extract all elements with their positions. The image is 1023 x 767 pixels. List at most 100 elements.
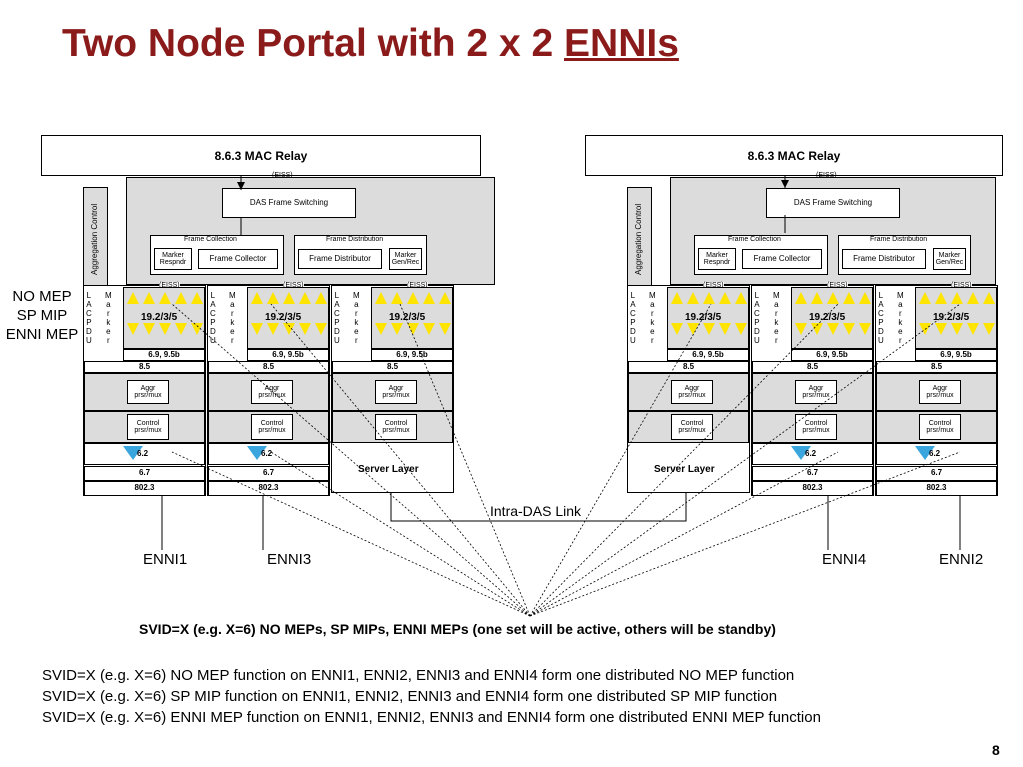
node1-col1-down-triangle-icon [143,323,155,335]
node2-col3-clause-8023: 802.3 [876,481,997,496]
node2-col2-up-triangle-icon [795,292,807,304]
enni1-label: ENNI1 [143,551,188,568]
node2-col2-down-triangle-icon [859,323,871,335]
node1-col2-eiss: (EISS) [283,282,304,290]
node2-col2-port-label: 19.2/3/5 [809,312,846,323]
node1-col3-aggr-mux: Aggr prsr/mux [375,380,417,404]
node2-col3-down-triangle-icon [983,323,995,335]
node2-col1-down-triangle-icon [671,323,683,335]
node2-col1-clause-69: 6.9, 9.5b [667,349,749,361]
node1-col2-marker: M a r k e r [229,291,236,345]
note-no-mep: SVID=X (e.g. X=6) NO MEP function on ENN… [42,667,795,684]
node2-col3-down-triangle-icon [967,323,979,335]
node2-marker-respndr: Marker Respndr [698,248,736,270]
node1-col1-clause-85: 8.5 [84,361,205,373]
node2-frame-collection-label: Frame Collection [728,236,781,243]
node1-marker-respndr: Marker Respndr [154,248,192,270]
node1-mac-relay: 8.6.3 MAC Relay [41,135,481,176]
node1-col2-mep-band [208,443,329,465]
node1-col2-port-label: 19.2/3/5 [265,312,302,323]
node2-col3-clause-67: 6.7 [876,466,997,481]
node2-col2-clause-67: 6.7 [752,466,873,481]
node1-frame-collection-label: Frame Collection [184,236,237,243]
node2-col2-clause-62: 6.2 [805,449,817,458]
node1-col1-down-triangle-icon [191,323,203,335]
node1-col1-marker: M a r k e r [105,291,112,345]
node1-col3-clause-85: 8.5 [332,361,453,373]
enni3-label: ENNI3 [267,551,312,568]
slide-title: Two Node Portal with 2 x 2 ENNIs [62,22,679,66]
node1-col3-up-triangle-icon [407,292,419,304]
node2-col3-control-mux: Control prsr/mux [919,414,961,440]
node2-col2-down-triangle-icon [827,323,839,335]
node2-col3-up-triangle-icon [983,292,995,304]
node2-das-frame-switching: DAS Frame Switching [766,188,900,218]
node2-col2-marker: M a r k e r [773,291,780,345]
node1-col3-down-triangle-icon [439,323,451,335]
node2-eiss-top: (EISS) [816,172,837,179]
node1-col1-clause-69: 6.9, 9.5b [123,349,205,361]
node1-col2-aggr-mux: Aggr prsr/mux [251,380,293,404]
node2-col3-down-triangle-icon [935,323,947,335]
node2-col3-aggr-mux: Aggr prsr/mux [919,380,961,404]
node1-col2-up-triangle-icon [251,292,263,304]
node1-col3-up-triangle-icon [439,292,451,304]
node2-col1-eiss: (EISS) [703,282,724,290]
node1-col2-down-triangle-icon [299,323,311,335]
node1-frame-distributor: Frame Distributor [298,249,382,269]
node1-col2-mep-triangle-icon [247,446,267,460]
node1-col1-up-triangle-icon [191,292,203,304]
intra-das-link-label: Intra-DAS Link [490,503,582,519]
node1-col3-clause-69: 6.9, 9.5b [371,349,453,361]
node2-col2-up-triangle-icon [859,292,871,304]
node2-col2-down-triangle-icon [843,323,855,335]
node1-col1-up-triangle-icon [127,292,139,304]
node2-col1-down-triangle-icon [735,323,747,335]
node1-col2-down-triangle-icon [283,323,295,335]
node2-col3-up-triangle-icon [967,292,979,304]
node1-col1-up-triangle-icon [159,292,171,304]
node2-marker-genrec: Marker Gen/Rec [933,248,966,270]
node1-col3-up-triangle-icon [423,292,435,304]
node2-col3-clause-69: 6.9, 9.5b [915,349,997,361]
node1-col1-eiss: (EISS) [159,282,180,290]
node2-col2-up-triangle-icon [811,292,823,304]
node2-col1-lacpdu: L A C P D U [630,291,636,345]
node2-col1-down-triangle-icon [687,323,699,335]
node2-col1-marker: M a r k e r [649,291,656,345]
node1-col3-eiss: (EISS) [407,282,428,290]
title-ennis-link[interactable]: ENNIs [564,22,679,65]
node1-col1-down-triangle-icon [127,323,139,335]
node1-col3-down-triangle-icon [423,323,435,335]
node1-col3-server-layer: Server Layer [358,464,419,475]
node2-col3-mep-band [876,443,997,465]
node2-col1-control-mux: Control prsr/mux [671,414,713,440]
node2-col2-mep-triangle-icon [791,446,811,460]
node1-col3-down-triangle-icon [407,323,419,335]
node2-col1-aggr-mux: Aggr prsr/mux [671,380,713,404]
node2-col3-clause-62: 6.2 [929,449,941,458]
node1-col2-down-triangle-icon [251,323,263,335]
node2-frame-distribution-label: Frame Distribution [870,236,928,243]
node2-col3-up-triangle-icon [919,292,931,304]
node2-col1-down-triangle-icon [703,323,715,335]
node2-col3-down-triangle-icon [951,323,963,335]
diagram-caption: SVID=X (e.g. X=6) NO MEPs, SP MIPs, ENNI… [139,621,776,637]
node2-col1-up-triangle-icon [719,292,731,304]
node2-col2-clause-69: 6.9, 9.5b [791,349,873,361]
node2-col3-eiss: (EISS) [951,282,972,290]
page-number: 8 [992,742,1000,758]
node2-col1-up-triangle-icon [671,292,683,304]
node2-col1-up-triangle-icon [687,292,699,304]
node1-col2-clause-8023: 802.3 [208,481,329,496]
node2-col1-server-layer: Server Layer [654,464,715,475]
node1-col3-down-triangle-icon [391,323,403,335]
node2-col2-up-triangle-icon [827,292,839,304]
node1-col3-up-triangle-icon [375,292,387,304]
node1-col3-marker: M a r k e r [353,291,360,345]
title-text: Two Node Portal with 2 x 2 [62,22,565,65]
node1-col1-lacpdu: L A C P D U [86,291,92,345]
node1-frame-collector: Frame Collector [198,249,278,269]
node1-col1-down-triangle-icon [159,323,171,335]
